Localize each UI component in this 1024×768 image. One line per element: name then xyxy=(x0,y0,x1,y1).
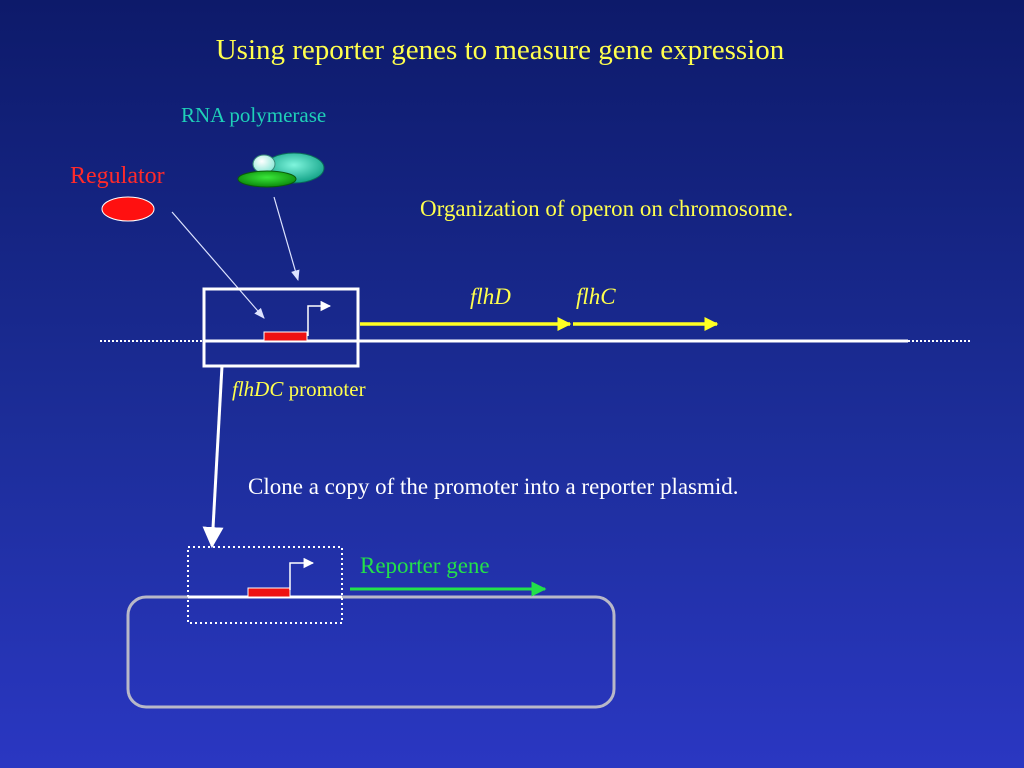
rna-polymerase-icon xyxy=(237,152,325,188)
plasmid-outline xyxy=(126,595,616,709)
reporter-gene-label: Reporter gene xyxy=(360,553,490,578)
transcription-start-arrow xyxy=(307,300,332,336)
cloned-transcription-start-arrow xyxy=(289,557,315,590)
regulator-icon xyxy=(101,196,155,222)
regulator-pointer-arrow xyxy=(171,211,265,319)
promoter-box xyxy=(202,287,360,368)
cloned-promoter-box xyxy=(187,546,343,624)
clone-arrow xyxy=(202,365,224,549)
promoter-word: promoter xyxy=(283,377,366,401)
regulator-label: Regulator xyxy=(70,163,165,189)
cloned-operator-site xyxy=(247,587,291,598)
flhc-gene-label: flhC xyxy=(576,284,616,309)
promoter-label: flhDC promoter xyxy=(232,377,366,402)
promoter-name: flhDC xyxy=(232,377,284,401)
operon-organization-caption: Organization of operon on chromosome. xyxy=(420,196,794,221)
rnap-pointer-arrow xyxy=(273,196,300,282)
slide-title: Using reporter genes to measure gene exp… xyxy=(215,34,785,66)
clone-instruction: Clone a copy of the promoter into a repo… xyxy=(248,474,739,499)
flhd-gene-label: flhD xyxy=(470,284,511,309)
operator-site xyxy=(263,331,308,342)
rna-polymerase-label: RNA polymerase xyxy=(181,103,327,127)
